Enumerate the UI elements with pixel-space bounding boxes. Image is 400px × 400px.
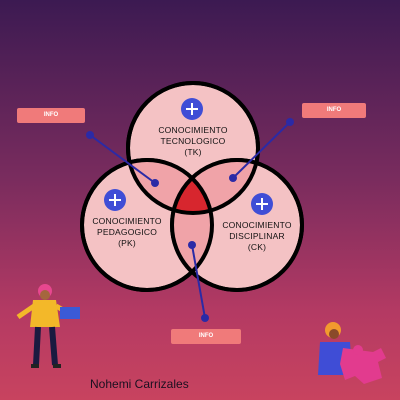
connector-bottom <box>191 244 206 319</box>
dot <box>201 314 209 322</box>
dot <box>151 179 159 187</box>
dot <box>86 131 94 139</box>
info-button-bottom[interactable]: INFO <box>171 329 241 344</box>
dot <box>286 118 294 126</box>
connectors <box>89 121 291 319</box>
label-ck: CONOCIMIENTO DISCIPLINAR (CK) <box>222 220 292 252</box>
author-name: Nohemi Carrizales <box>90 377 189 391</box>
connector-dots <box>86 118 294 322</box>
person-laptop-illustration <box>16 284 80 368</box>
dot <box>188 241 196 249</box>
plus-button-pk[interactable] <box>104 189 126 211</box>
plus-button-ck[interactable] <box>251 193 273 215</box>
connector-left <box>89 134 156 184</box>
circle-outlines <box>80 81 304 292</box>
info-button-left[interactable]: INFO <box>17 108 85 123</box>
plus-button-tk[interactable] <box>181 98 203 120</box>
label-pk: CONOCIMIENTO PEDAGOGICO (PK) <box>92 216 162 248</box>
person-puzzle-illustration <box>318 322 386 384</box>
connector-right <box>232 121 291 179</box>
info-button-right[interactable]: INFO <box>302 103 366 118</box>
dot <box>229 174 237 182</box>
label-tk: CONOCIMIENTO TECNOLOGICO (TK) <box>158 125 228 157</box>
